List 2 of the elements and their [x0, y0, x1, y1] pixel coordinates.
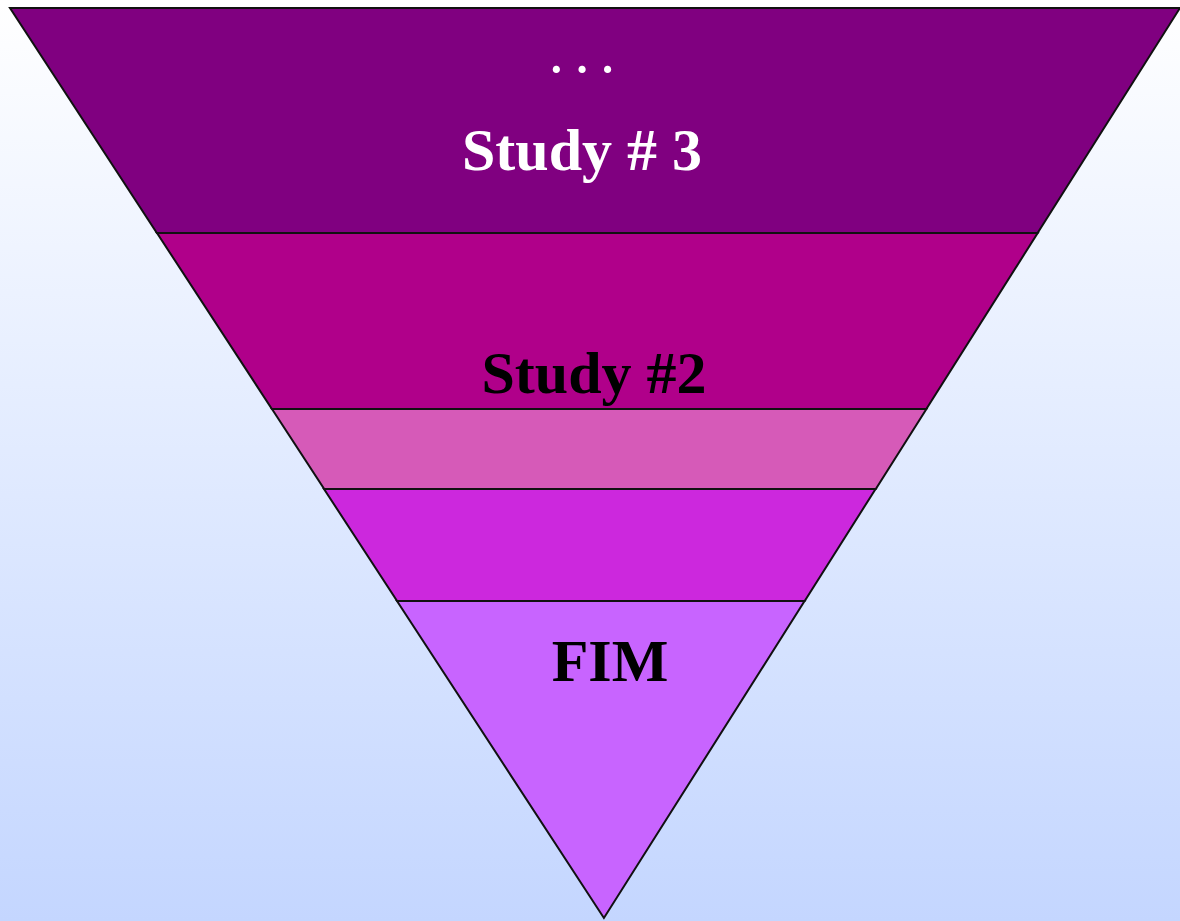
ellipsis-text: · · · — [549, 48, 615, 92]
band-label: FIM — [551, 631, 669, 691]
